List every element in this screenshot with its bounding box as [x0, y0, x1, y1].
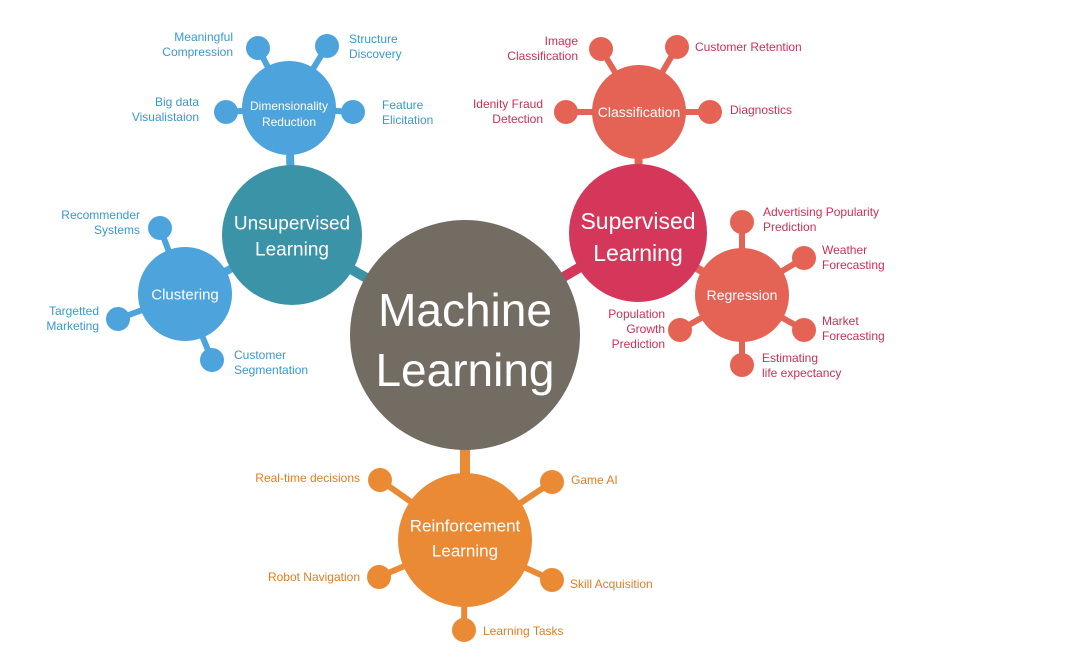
leaf-real-time-decisions-dot	[368, 468, 392, 492]
classification-node	[592, 65, 686, 159]
diagnostics-label: Diagnostics	[730, 103, 792, 117]
classification-label: Classification	[598, 104, 680, 120]
leaf-big-data-visualisation-dot	[214, 100, 238, 124]
leaf-identity-fraud-detection-dot	[554, 100, 578, 124]
leaf-meaningful-compression-dot	[246, 36, 270, 60]
leaf-recommender-systems-dot	[148, 216, 172, 240]
learning-tasks-label: Learning Tasks	[483, 624, 564, 638]
reinforcement-learning-node	[398, 473, 532, 607]
leaf-estimating-life-expectancy-dot	[730, 353, 754, 377]
clustering-node	[138, 247, 232, 341]
leaf-game-ai-dot	[540, 470, 564, 494]
leaf-market-forecasting-dot	[792, 318, 816, 342]
robot-navigation-label: Robot Navigation	[268, 570, 360, 584]
leaf-customer-retention-dot	[665, 35, 689, 59]
regression-label: Regression	[707, 287, 778, 303]
leaf-weather-forecasting-dot	[792, 246, 816, 270]
clustering-label: Clustering	[151, 286, 219, 303]
leaf-population-growth-prediction-dot	[668, 318, 692, 342]
real-time-decisions-label: Real-time decisions	[255, 471, 360, 485]
game-ai-label: Game AI	[571, 473, 618, 487]
dimensionality-reduction-node	[242, 61, 336, 155]
skill-acquisition-label: Skill Acquisition	[570, 577, 653, 591]
leaf-robot-navigation-dot	[367, 565, 391, 589]
leaf-diagnostics-dot	[698, 100, 722, 124]
leaf-customer-segmentation-dot	[200, 348, 224, 372]
machine-learning-center-node	[350, 220, 580, 450]
customer-retention-label: Customer Retention	[695, 40, 802, 54]
leaf-learning-tasks-dot	[452, 618, 476, 642]
leaf-image-classification-dot	[589, 37, 613, 61]
regression-node	[695, 248, 789, 342]
node-layer	[106, 34, 816, 642]
supervised-learning-node	[569, 164, 707, 302]
leaf-feature-elicitation-dot	[341, 100, 365, 124]
leaf-structure-discovery-dot	[315, 34, 339, 58]
unsupervised-learning-node	[222, 165, 362, 305]
leaf-targetted-marketing-dot	[106, 307, 130, 331]
leaf-skill-acquisition-dot	[540, 568, 564, 592]
leaf-advertising-popularity-prediction-dot	[730, 210, 754, 234]
